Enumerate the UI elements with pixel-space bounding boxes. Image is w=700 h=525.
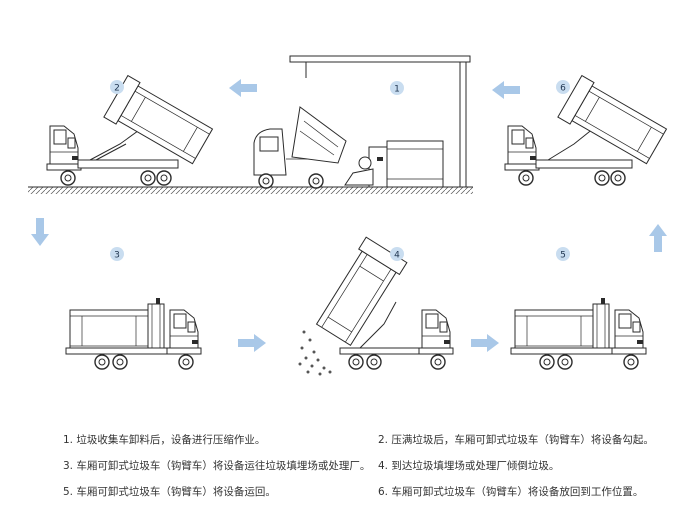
svg-text:5: 5: [560, 251, 566, 261]
flow-arrows: [31, 79, 667, 352]
step-badge-2: 2: [110, 80, 124, 94]
arrow-right-icon: [471, 334, 499, 352]
svg-text:3: 3: [114, 251, 120, 261]
caption-step-2: 2. 压满垃圾后，车厢可卸式垃圾车（钩臂车）将设备勾起。: [378, 434, 654, 446]
step1-illustration: [28, 55, 473, 194]
svg-text:4: 4: [394, 251, 400, 261]
step3-illustration: [65, 297, 202, 370]
step-badge-1: 1: [390, 81, 404, 95]
caption-step-6: 6. 车厢可卸式垃圾车（钩臂车）将设备放回到工作位置。: [378, 486, 644, 498]
caption-step-5: 5. 车厢可卸式垃圾车（钩臂车）将设备运回。: [63, 486, 276, 498]
step-badges: 1 2 3 4 5 6: [110, 80, 570, 261]
arrow-down-icon: [31, 218, 49, 246]
svg-text:6: 6: [560, 84, 566, 94]
step5-illustration: [510, 297, 647, 370]
arrow-up-icon: [649, 224, 667, 252]
step4-illustration: [298, 236, 454, 376]
step6-illustration: [504, 74, 668, 186]
step-badge-5: 5: [556, 247, 570, 261]
arrow-right-icon: [238, 334, 266, 352]
svg-text:2: 2: [114, 84, 120, 94]
step-badge-6: 6: [556, 80, 570, 94]
caption-step-3: 3. 车厢可卸式垃圾车（钩臂车）将设备运往垃圾填埋场或处理厂。: [63, 460, 371, 472]
arrow-left-icon: [229, 79, 257, 97]
arrow-left-icon: [492, 81, 520, 99]
svg-text:1: 1: [394, 85, 400, 95]
caption-step-4: 4. 到达垃圾填埋场或处理厂倾倒垃圾。: [378, 460, 560, 472]
step2-illustration: [46, 74, 214, 186]
step-badge-3: 3: [110, 247, 124, 261]
step-badge-4: 4: [390, 247, 404, 261]
caption-step-1: 1. 垃圾收集车卸料后，设备进行压缩作业。: [63, 434, 266, 446]
step-captions: 1. 垃圾收集车卸料后，设备进行压缩作业。 2. 压满垃圾后，车厢可卸式垃圾车（…: [0, 428, 700, 518]
